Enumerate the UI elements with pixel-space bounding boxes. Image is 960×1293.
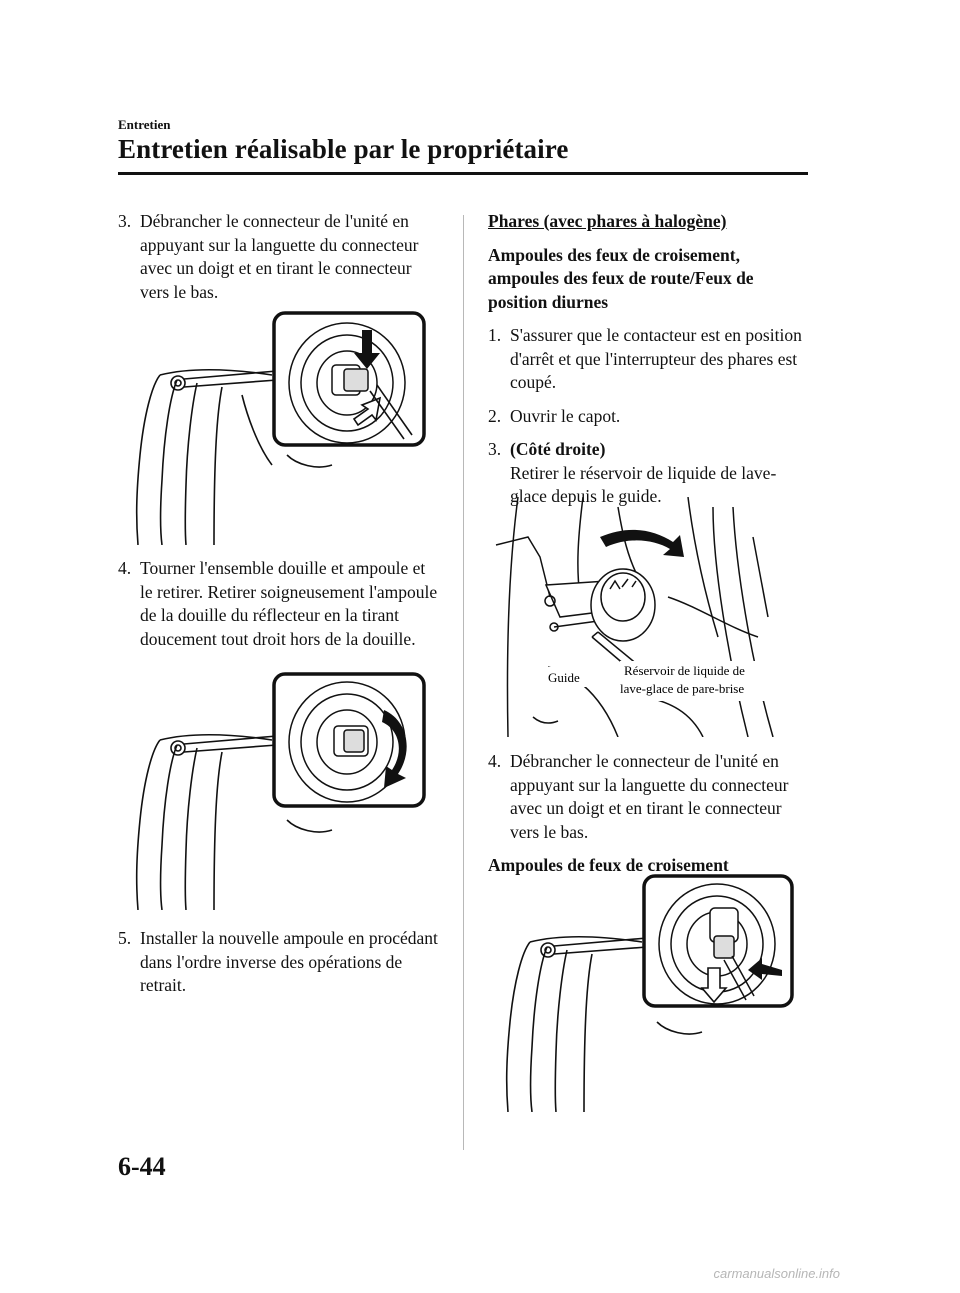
step-number: 1. (488, 325, 502, 345)
step-3: 3. Débrancher le connecteur de l'unité e… (118, 210, 440, 304)
step-number: 3. (488, 439, 502, 459)
sub-heading: Ampoules des feux de croisement, ampoule… (488, 244, 754, 312)
step-text: Tourner l'ensemble douille et ampoule et… (140, 558, 438, 649)
step-number: 2. (488, 405, 502, 426)
step-text: Débrancher le connecteur de l'unité en a… (140, 211, 419, 302)
sub-heading-2: Ampoules de feux de croisement (488, 855, 729, 875)
rotate-arrow-icon (382, 710, 407, 788)
push-arrow-icon (748, 958, 782, 980)
guide-label: Guide (548, 670, 580, 685)
section-label: Entretien (118, 117, 171, 132)
step-text: Installer la nouvelle ampoule en procéda… (140, 928, 438, 995)
step-text: Débrancher le connecteur de l'unité en a… (510, 751, 789, 842)
pull-arrow-icon (600, 529, 684, 557)
right-step4-block: 4. Débrancher le connecteur de l'unité e… (488, 750, 810, 888)
step-text: Retirer le réservoir de liquide de lave-… (510, 462, 777, 507)
arrow-down-icon (354, 330, 380, 369)
step-3-right: 3. (Côté droite) Retirer le réservoir de… (488, 438, 810, 509)
left-step4-block: 4. Tourner l'ensemble douille et ampoule… (118, 557, 440, 661)
step-number: 3. (118, 211, 132, 231)
step-side-label: (Côté droite) (510, 439, 606, 459)
step-number: 4. (488, 751, 502, 771)
step-number: 5. (118, 928, 132, 948)
arrow-down-icon (700, 967, 728, 1004)
step-2: 2. Ouvrir le capot. (488, 405, 810, 429)
page-title: Entretien réalisable par le propriétaire (118, 134, 569, 164)
left-step5-block: 5. Installer la nouvelle ampoule en proc… (118, 927, 440, 1008)
column-divider (463, 215, 464, 1150)
low-beam-connector-figure (505, 874, 794, 1112)
step-text: Ouvrir le capot. (510, 405, 621, 426)
step-number: 4. (118, 558, 132, 578)
section-heading: Phares (avec phares à halogène) (488, 211, 727, 231)
step-4: 4. Tourner l'ensemble douille et ampoule… (118, 557, 440, 651)
reservoir-label-line2: lave-glace de pare-brise (620, 681, 744, 696)
header-rule (118, 172, 808, 175)
washer-reservoir-figure: Guide Réservoir de liquide de lave-glace… (495, 497, 798, 737)
step-1: 1. S'assurer que le contacteur est en po… (488, 324, 810, 395)
watermark: carmanualsonline.info (713, 1266, 840, 1281)
reservoir-label-line1: Réservoir de liquide de (624, 663, 745, 678)
connector-unplug-figure (135, 311, 426, 545)
step-text: S'assurer que le contacteur est en posit… (510, 325, 802, 392)
socket-rotate-figure (135, 672, 426, 910)
arrow-pull-icon (352, 396, 382, 427)
page-number: 6-44 (118, 1152, 166, 1181)
step-5: 5. Installer la nouvelle ampoule en proc… (118, 927, 440, 998)
left-step3-block: 3. Débrancher le connecteur de l'unité e… (118, 210, 440, 314)
right-intro-block: Phares (avec phares à halogène) Ampoules… (488, 210, 810, 519)
step-4-right: 4. Débrancher le connecteur de l'unité e… (488, 750, 810, 844)
